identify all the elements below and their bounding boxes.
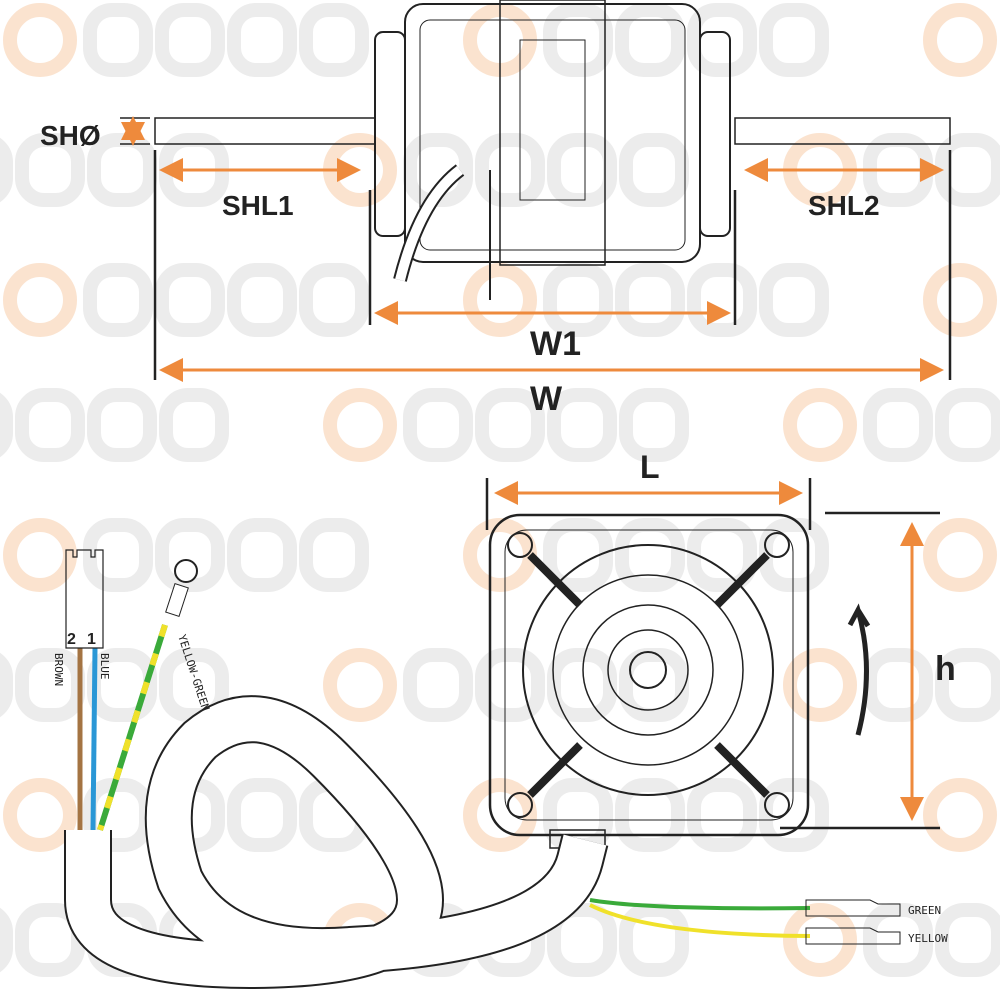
watermark-letter-mark [227,3,297,77]
watermark-e-mark [3,3,77,77]
wire-label-brown: BROWN [52,653,65,686]
watermark-letter-mark [687,3,757,77]
watermark-e-mark [3,778,77,852]
watermark-letter-mark [403,648,473,722]
wire-label-green: GREEN [908,904,941,917]
watermark-letter-mark [299,263,369,337]
watermark-letter-mark [863,903,933,977]
watermark-letter-mark [0,907,13,973]
watermark-letter-mark [619,903,689,977]
rotation-arrow-icon [847,603,871,736]
watermark-letter-mark [83,518,153,592]
watermark-letter-mark [547,388,617,462]
watermark-e-mark [783,903,857,977]
watermark-letter-mark [543,518,613,592]
pin-1-label: 1 [87,631,96,648]
watermark-letter-mark [15,648,85,722]
shaft-length-2-label: SHL2 [808,190,880,221]
watermark-e-mark [783,388,857,462]
watermark-letter-mark [159,388,229,462]
front-dimensions [485,478,940,830]
terminal-block [65,549,104,649]
watermark-letter-mark [619,388,689,462]
watermark-e-mark [923,518,997,592]
watermark-letter-mark [475,648,545,722]
height-label: h [935,650,956,688]
motor-front-view [488,513,810,849]
watermark-letter-mark [759,3,829,77]
watermark-letter-mark [615,778,685,852]
watermark-letter-mark [87,133,157,207]
watermark-letter-mark [87,388,157,462]
watermark-letter-mark [15,388,85,462]
watermark-e-mark [463,263,537,337]
watermark-letter-mark [687,518,757,592]
pin-2-label: 2 [67,631,76,648]
watermark-letter-mark [935,903,1000,977]
watermark-letter-mark [0,392,13,458]
watermark-letter-mark [83,263,153,337]
watermark-letter-mark [759,263,829,337]
shaft-length-1-label: SHL1 [222,190,294,221]
watermark-letter-mark [299,3,369,77]
watermark-e-mark [323,648,397,722]
watermark-e-mark [3,518,77,592]
watermark-letter-mark [155,3,225,77]
cable [64,695,609,990]
side-dimensions [120,116,952,382]
wires [77,624,811,938]
watermark-letter-mark [155,518,225,592]
watermark-e-mark [783,648,857,722]
watermark-letter-mark [619,133,689,207]
watermark-letter-mark [547,903,617,977]
watermark-letter-mark [227,778,297,852]
watermark-letter-mark [15,133,85,207]
watermark-e-mark [323,388,397,462]
watermark-letter-mark [935,648,1000,722]
watermark-letter-mark [935,388,1000,462]
watermark-letter-mark [0,652,13,718]
watermark-e-mark [3,263,77,337]
watermark-letter-mark [547,648,617,722]
watermark-e-mark [463,778,537,852]
watermark-letter-mark [687,263,757,337]
watermark-e-mark [923,778,997,852]
watermark-letter-mark [863,648,933,722]
ring-terminal [165,559,198,618]
watermark-letter-mark [543,263,613,337]
spade-connectors [805,899,901,945]
watermark-letter-mark [475,388,545,462]
watermark-letter-mark [759,778,829,852]
watermark-letter-mark [155,263,225,337]
motor-side-view [154,0,951,300]
shaft-diameter-label: SHØ [40,120,101,151]
watermark-e-mark [923,3,997,77]
watermark-letter-mark [615,3,685,77]
watermark-letter-mark [475,133,545,207]
watermark-letter-mark [83,3,153,77]
watermark-letter-mark [615,518,685,592]
wire-label-yellow-green: YELLOW-GREEN [175,633,212,713]
wire-label-yellow: YELLOW [908,932,948,945]
watermark-e-mark [923,263,997,337]
watermark-letter-mark [227,518,297,592]
watermark-letter-mark [227,263,297,337]
watermark-letter-mark [403,388,473,462]
watermark-letter-mark [619,648,689,722]
watermark-letter-mark [863,388,933,462]
watermark-letter-mark [615,263,685,337]
watermark-logo [0,3,1000,977]
watermark-letter-mark [547,133,617,207]
watermark-letter-mark [299,518,369,592]
watermark-letter-mark [687,778,757,852]
wire-label-blue: BLUE [98,653,111,680]
width-1-label: W1 [530,325,581,363]
watermark-letter-mark [0,137,13,203]
length-label: L [640,449,660,485]
width-label: W [530,380,563,418]
